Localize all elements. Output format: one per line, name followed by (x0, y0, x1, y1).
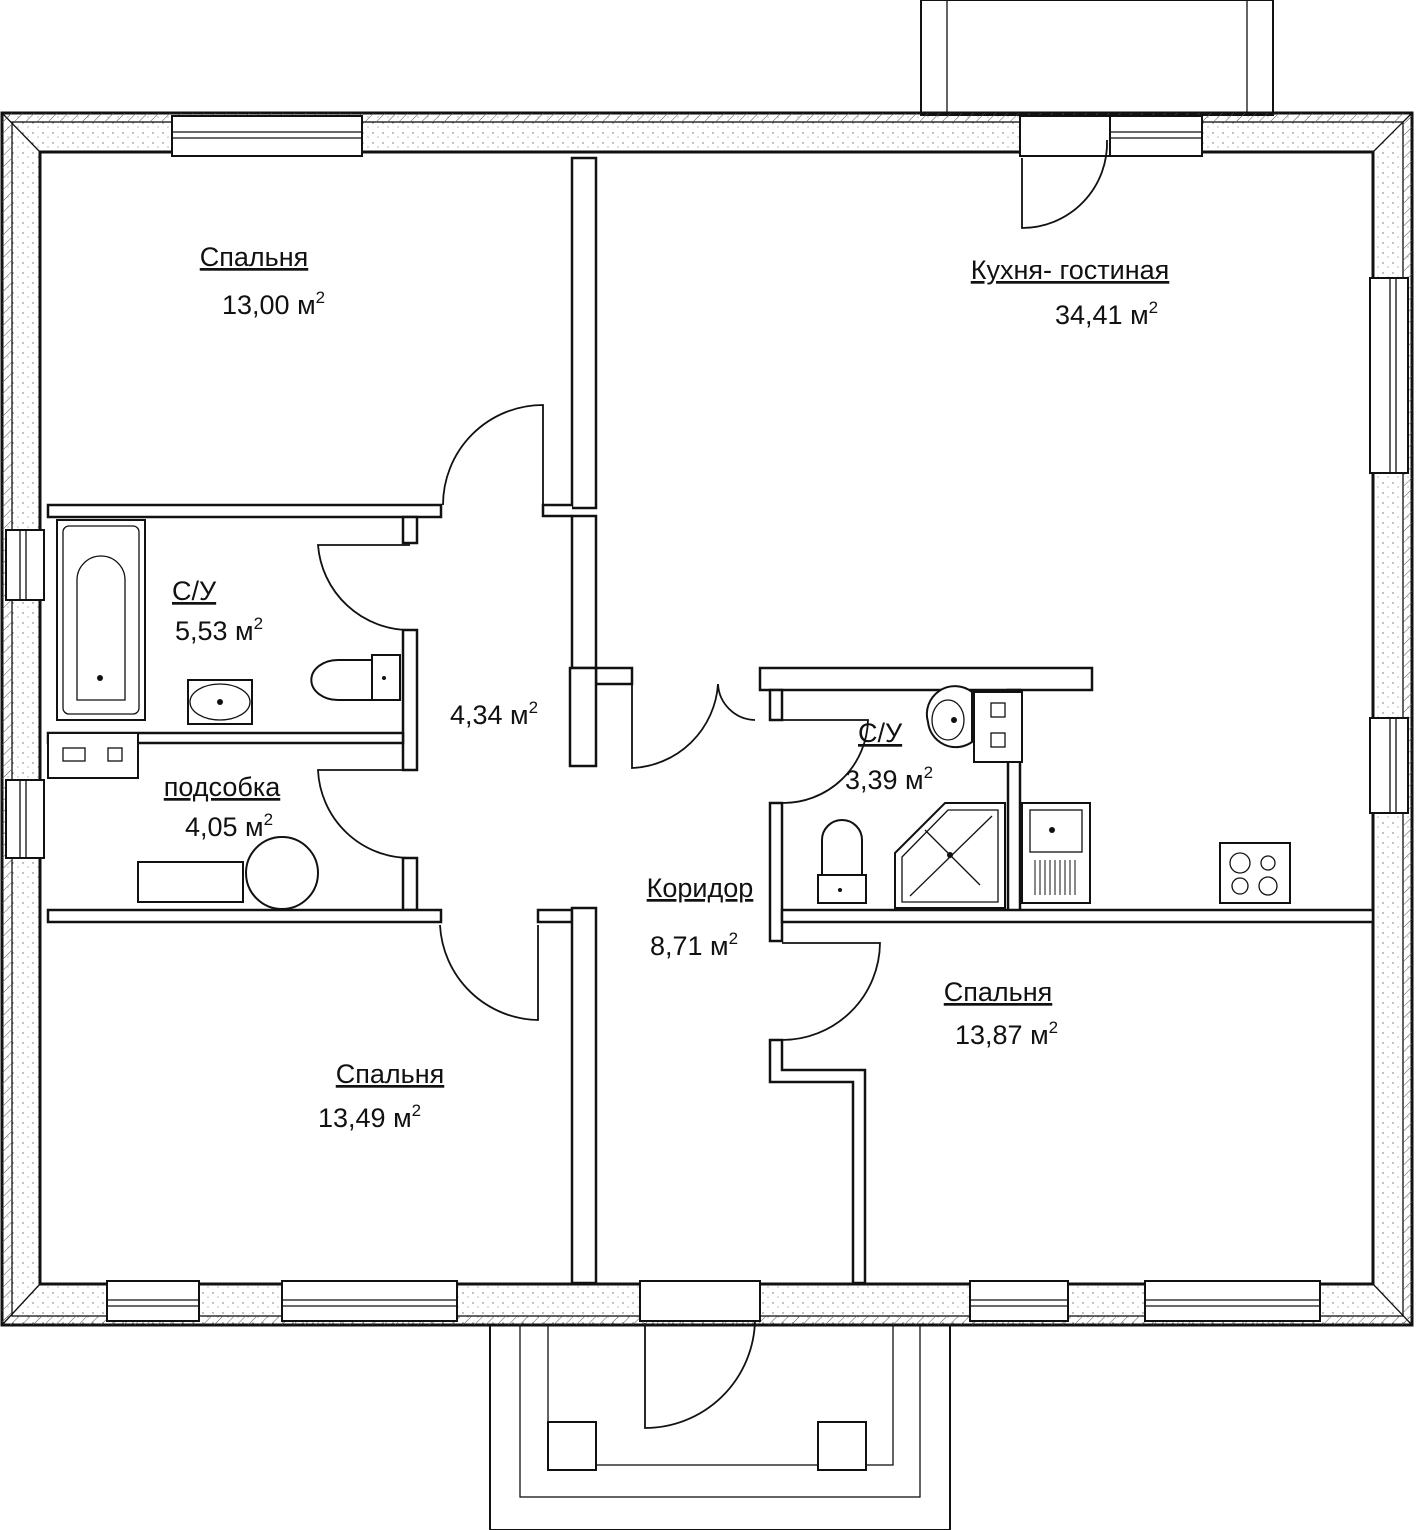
room-name-kitchen-living: Кухня- гостиная (971, 255, 1170, 285)
doors (317, 139, 1108, 1041)
porch (489, 1319, 951, 1530)
washing-machine-icon (47, 732, 139, 779)
cabinet-icon (973, 691, 1023, 763)
room-area-bathroom-1: 5,53 м2 (175, 614, 263, 646)
room-name-corridor: Коридор (647, 873, 754, 903)
washbasin-icon (187, 679, 253, 725)
door-utility (317, 769, 411, 859)
door-bedroom-2 (781, 942, 881, 1041)
room-name-bathroom-1: С/У (172, 576, 217, 606)
shower-icon (894, 802, 1006, 909)
top-balcony (920, 0, 1274, 116)
room-area-bedroom-2: 13,87 м2 (955, 1018, 1058, 1050)
room-name-bedroom-3: Спальня (336, 1059, 445, 1089)
sink-icon (1021, 802, 1091, 904)
room-area-hall: 4,34 м2 (450, 698, 538, 730)
room-area-corridor: 8,71 м2 (650, 929, 738, 961)
room-area-utility: 4,05 м2 (185, 810, 273, 842)
room-area-kitchen-living: 34,41 м2 (1055, 298, 1158, 330)
windows (5, 115, 1409, 1322)
entrance-door (644, 1319, 756, 1429)
room-name-utility: подсобка (164, 772, 281, 802)
fixtures (47, 519, 1291, 910)
room-name-bedroom-1: Спальня (200, 242, 309, 272)
toilet-icon-2 (817, 819, 867, 904)
stove-icon (1219, 842, 1291, 904)
room-labels: Спальня 13,00 м2 Кухня- гостиная 34,41 м… (164, 242, 1170, 1133)
door-bathroom-1 (317, 544, 411, 631)
room-area-bedroom-3: 13,49 м2 (318, 1101, 421, 1133)
door-bedroom-3 (439, 924, 539, 1021)
door-balcony (1021, 139, 1108, 229)
boiler-icon (137, 836, 319, 910)
room-area-bathroom-2: 3,39 м2 (845, 763, 933, 795)
door-bathroom-2 (781, 719, 869, 804)
room-name-bathroom-2: С/У (858, 718, 903, 748)
toilet-icon (310, 654, 401, 701)
bathtub-icon (56, 519, 146, 721)
room-area-bedroom-1: 13,00 м2 (222, 288, 325, 320)
room-name-bedroom-2: Спальня (944, 977, 1053, 1007)
washbasin-icon-2 (925, 685, 973, 749)
door-kitchen (631, 683, 719, 769)
interior-walls (46, 156, 1375, 1285)
porch-column-right (817, 1421, 867, 1471)
porch-column-left (547, 1421, 597, 1471)
door-bedroom-1 (442, 404, 544, 506)
